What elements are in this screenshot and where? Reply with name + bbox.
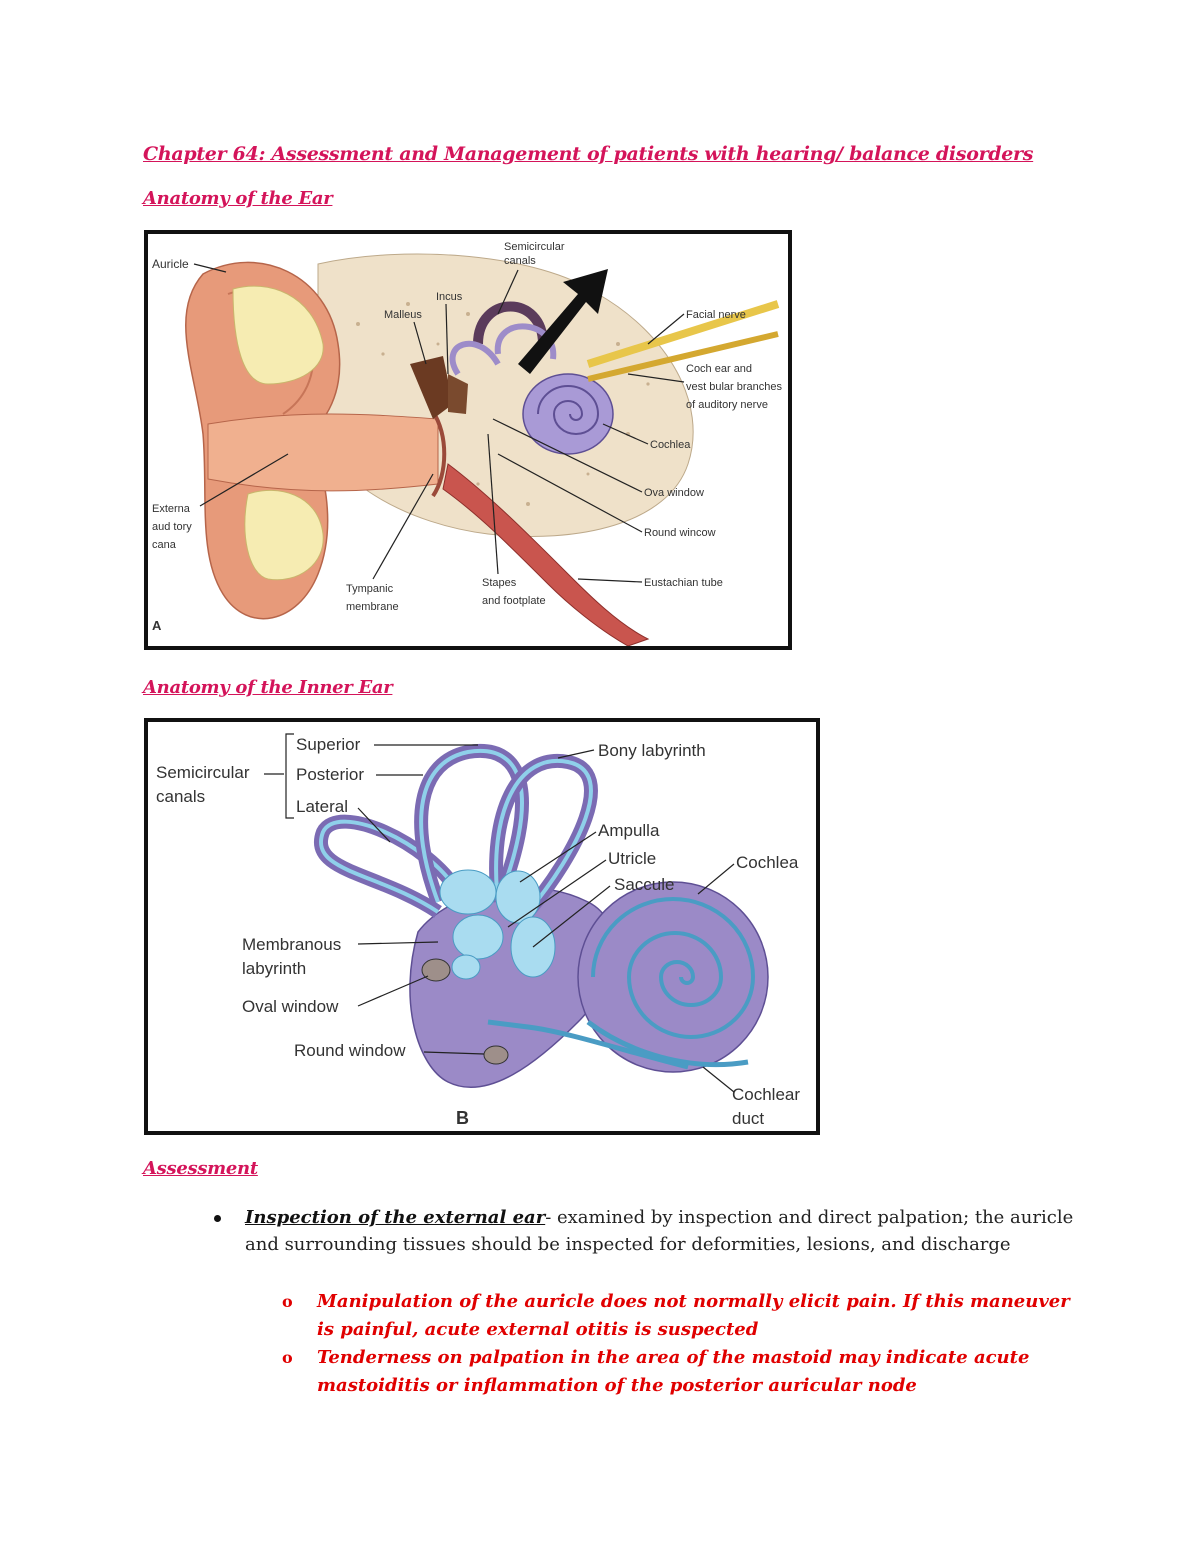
inner-ear-figure: Semicircular canals Superior Posterior L… — [144, 718, 820, 1135]
bullet-icon — [214, 1215, 221, 1222]
label-cochlear-a2: vest bular branches — [686, 381, 782, 393]
label-round-window-a: Round wincow — [644, 527, 716, 539]
label-stapes-2: and footplate — [482, 595, 546, 607]
label-oval-window-a: Ova window — [644, 487, 704, 499]
sub-list-item: o Tenderness on palpation in the area of… — [282, 1344, 1072, 1400]
panel-letter-a: A — [152, 618, 162, 633]
label-incus: Incus — [436, 291, 463, 303]
label-external-1: Externa — [152, 503, 191, 515]
chapter-title: Chapter 64: Assessment and Management of… — [143, 143, 1034, 165]
sub-bullet-icon: o — [282, 1292, 293, 1311]
label-posterior: Posterior — [296, 765, 364, 784]
ear-anatomy-illustration: Auricle Semicircular canals Incus Malleu… — [152, 241, 782, 646]
label-semicircular-a1: Semicircular — [504, 241, 565, 253]
label-superior: Superior — [296, 735, 361, 754]
sub-bullet-icon: o — [282, 1348, 293, 1367]
heading-anatomy-ear: Anatomy of the Ear — [143, 188, 333, 209]
label-utricle: Utricle — [608, 849, 656, 868]
label-saccule: Saccule — [614, 875, 674, 894]
label-cochlear-a3: of auditory nerve — [686, 399, 768, 411]
label-tympanic-2: membrane — [346, 601, 399, 613]
list-item: Inspection of the external ear- examined… — [214, 1204, 1074, 1258]
label-external-3: cana — [152, 539, 177, 551]
label-cochlear-duct-2: duct — [732, 1109, 764, 1128]
label-cochlea-a: Cochlea — [650, 439, 691, 451]
label-eustachian-tube: Eustachian tube — [644, 577, 723, 589]
sub-list-item: o Manipulation of the auricle does not n… — [282, 1288, 1072, 1344]
label-auricle: Auricle — [152, 257, 189, 271]
label-tympanic-1: Tympanic — [346, 583, 394, 595]
label-membranous-2: labyrinth — [242, 959, 306, 978]
label-cochlea-b: Cochlea — [736, 853, 799, 872]
assessment-sublist: o Manipulation of the auricle does not n… — [282, 1288, 1072, 1400]
assessment-list: Inspection of the external ear- examined… — [214, 1204, 1074, 1258]
label-lateral: Lateral — [296, 797, 348, 816]
label-ampulla: Ampulla — [598, 821, 660, 840]
label-membranous-1: Membranous — [242, 935, 341, 954]
label-oval-window-b: Oval window — [242, 997, 339, 1016]
heading-assessment: Assessment — [143, 1158, 258, 1179]
label-stapes-1: Stapes — [482, 577, 517, 589]
label-semicircular-a2: canals — [504, 255, 536, 267]
label-external-2: aud tory — [152, 521, 192, 533]
label-facial-nerve: Facial nerve — [686, 309, 746, 321]
heading-anatomy-inner-ear: Anatomy of the Inner Ear — [143, 677, 393, 698]
sub-item-text: Manipulation of the auricle does not nor… — [317, 1291, 1070, 1340]
label-cochlear-a1: Coch ear and — [686, 363, 752, 375]
inner-ear-illustration: Semicircular canals Superior Posterior L… — [156, 733, 800, 1128]
label-bony-labyrinth: Bony labyrinth — [598, 741, 706, 760]
label-round-window-b: Round window — [294, 1041, 406, 1060]
bullet-text: - examined by inspection and direct palp… — [245, 1207, 1074, 1255]
bullet-term: Inspection of the external ear — [245, 1207, 546, 1228]
label-semicircular-b1: Semicircular — [156, 763, 250, 782]
sub-item-text: Tenderness on palpation in the area of t… — [317, 1347, 1030, 1396]
label-semicircular-b2: canals — [156, 787, 205, 806]
ear-anatomy-figure: Auricle Semicircular canals Incus Malleu… — [144, 230, 792, 650]
label-cochlear-duct-1: Cochlear — [732, 1085, 800, 1104]
label-malleus: Malleus — [384, 309, 422, 321]
panel-letter-b: B — [456, 1108, 469, 1128]
